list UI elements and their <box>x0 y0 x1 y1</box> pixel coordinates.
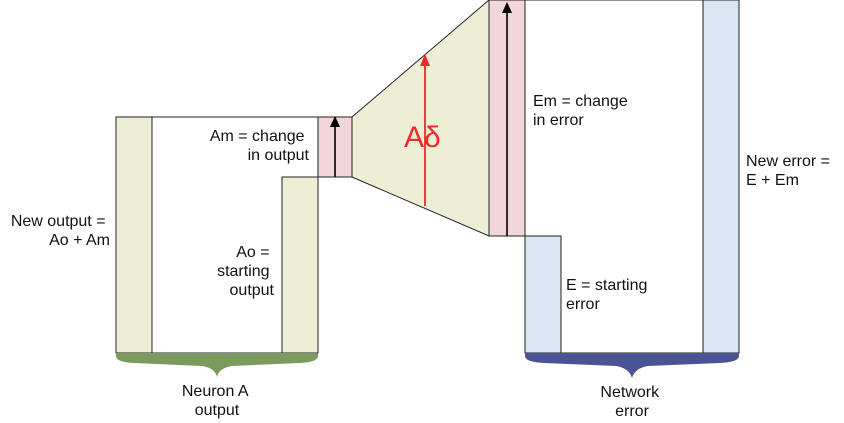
network-error-brace <box>525 353 739 378</box>
starting-output-band <box>281 176 319 354</box>
neuron-output-caption: Neuron A output <box>182 383 252 419</box>
delta-arrow-head <box>420 54 430 66</box>
change-output-arrow-head <box>330 116 340 127</box>
new-output-band <box>115 116 153 354</box>
change-in-output-label: Am = change in output <box>210 128 310 164</box>
network-error-caption: Network error <box>600 384 663 420</box>
change-error-arrow-head <box>502 2 512 13</box>
new-error-band <box>702 0 740 354</box>
delta-symbol: Aδ <box>404 121 441 154</box>
amplification-trapezoid <box>351 0 490 237</box>
new-output-label: New output = Ao + Am <box>11 213 110 249</box>
new-error-label: New error = E + Em <box>746 153 834 189</box>
neuron-output-brace <box>116 353 318 377</box>
change-in-error-label: Em = change in error <box>533 93 632 129</box>
starting-error-band <box>524 235 562 354</box>
starting-error-label: E = starting error <box>566 277 652 313</box>
starting-output-label: Ao = starting output <box>217 244 274 299</box>
